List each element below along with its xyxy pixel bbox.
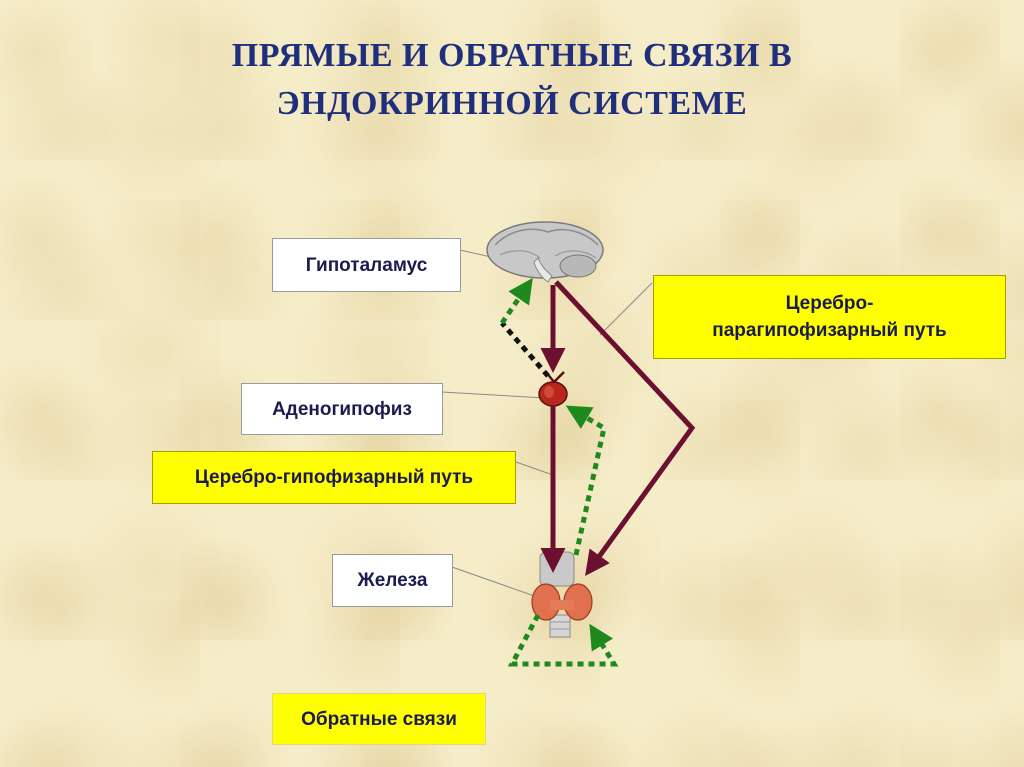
feedback-gland-self-loop [507, 613, 619, 667]
leader-line-cerebro-hypophyseal [515, 461, 554, 476]
label-gland-text: Железа [357, 570, 428, 591]
path-hypothalamus-to-gland-parahypophyseal [554, 280, 696, 577]
label-cerebro-parahypophyseal-line2: парагипофизарный путь [712, 320, 947, 341]
thyroid-gland-icon [531, 551, 593, 638]
label-cerebro-parahypophyseal-path: Церебро- парагипофизарный путь [653, 275, 1006, 359]
label-adenohypophysis-text: Аденогипофиз [272, 398, 412, 420]
label-cerebro-hypophyseal-text: Церебро-гипофизарный путь [194, 467, 474, 488]
label-hypothalamus: Гипоталамус [272, 238, 461, 292]
leader-line-gland [451, 566, 541, 599]
feedback-adenohypophysis-to-hypothalamus-green [499, 277, 533, 325]
title-line-1: ПРЯМЫЕ И ОБРАТНЫЕ СВЯЗИ В [231, 37, 793, 74]
leader-line-adenohypophysis [441, 391, 546, 399]
label-hypothalamus-text: Гипоталамус [305, 254, 428, 276]
feedback-adenohypophysis-to-hypothalamus-black [500, 321, 550, 378]
pituitary-gland-icon [538, 371, 568, 407]
title-line-2: ЭНДОКРИННОЙ СИСТЕМЕ [276, 85, 748, 122]
label-feedback: Обратные связи [272, 693, 486, 745]
label-feedback-text: Обратные связи [301, 708, 457, 730]
label-adenohypophysis: Аденогипофиз [241, 383, 443, 435]
page-title: ПРЯМЫЕ И ОБРАТНЫЕ СВЯЗИ В ЭНДОКРИННОЙ СИ… [0, 32, 1024, 128]
label-cerebro-parahypophyseal-line1: Церебро- [785, 293, 874, 314]
label-cerebro-hypophyseal-path: Церебро-гипофизарный путь [152, 451, 516, 504]
label-gland: Железа [332, 554, 453, 607]
feedback-gland-to-adenohypophysis [565, 405, 607, 556]
brain-icon [486, 221, 604, 283]
leader-line-cerebro-parahypophyseal [599, 282, 653, 336]
